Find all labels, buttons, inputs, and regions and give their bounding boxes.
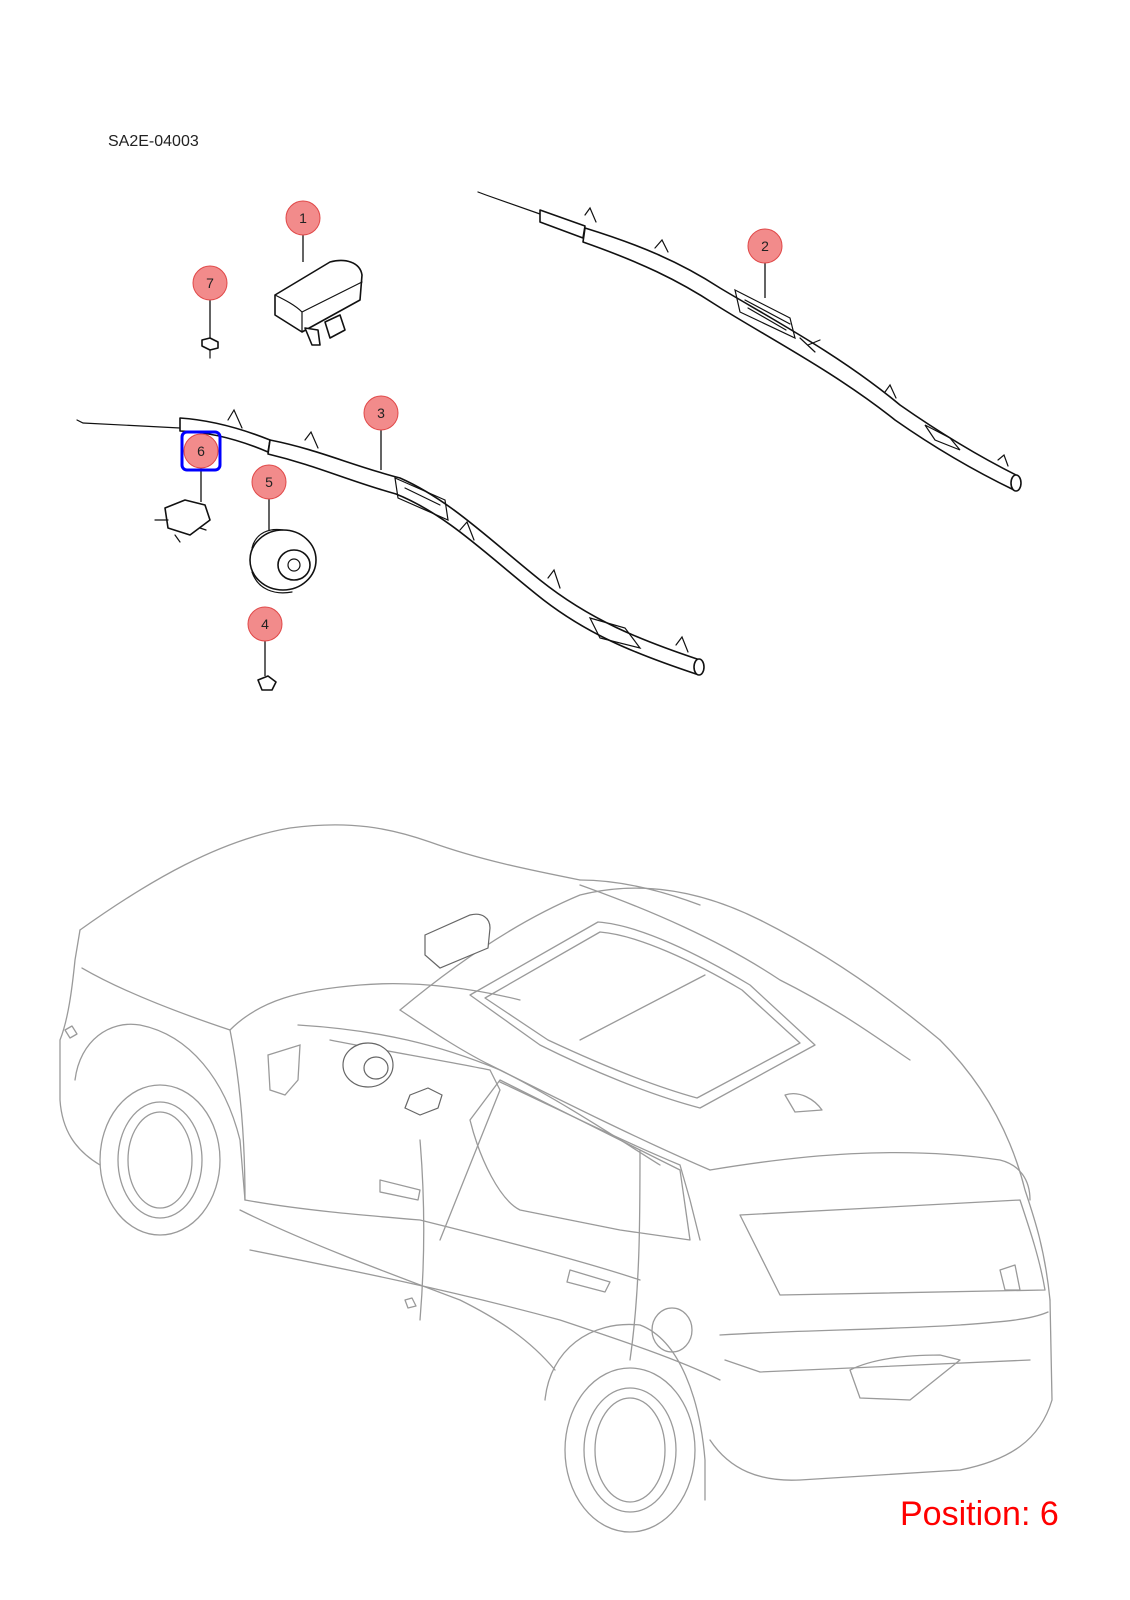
callout-number: 2 <box>761 238 769 254</box>
diagram-code: SA2E-04003 <box>108 133 199 150</box>
callout-4[interactable]: 4 <box>247 606 283 642</box>
position-label: Position: 6 <box>900 1495 1059 1533</box>
installed-components <box>297 884 911 1166</box>
callout-2[interactable]: 2 <box>747 228 783 264</box>
callout-number: 7 <box>206 275 214 291</box>
callout-1[interactable]: 1 <box>285 200 321 236</box>
callout-5[interactable]: 5 <box>251 464 287 500</box>
passenger-airbag-module[interactable] <box>274 259 363 346</box>
callout-7[interactable]: 7 <box>192 265 228 301</box>
callout-number: 1 <box>299 210 307 226</box>
curtain-airbag-left[interactable] <box>76 408 705 676</box>
callout-number: 3 <box>377 405 385 421</box>
fastener-4[interactable] <box>257 675 277 691</box>
callout-6[interactable]: 6 <box>180 430 222 472</box>
callout-number: 6 <box>197 443 205 459</box>
callout-number: 5 <box>265 474 273 490</box>
airbag-sensor-6[interactable] <box>154 499 211 543</box>
callout-number: 4 <box>261 616 269 632</box>
curtain-airbag-right[interactable] <box>477 191 1022 492</box>
callout-6-highlight <box>180 430 222 472</box>
clock-spring-5[interactable] <box>249 528 317 594</box>
bolt-7[interactable] <box>201 337 219 359</box>
vehicle-outline <box>59 824 1053 1533</box>
callout-3[interactable]: 3 <box>363 395 399 431</box>
